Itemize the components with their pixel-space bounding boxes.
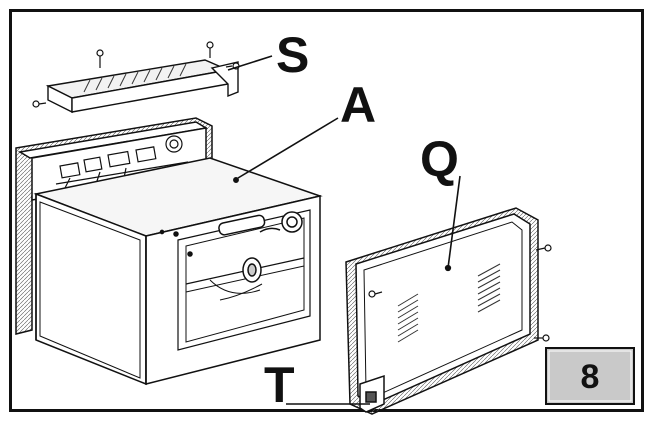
label-t: T [264,357,295,413]
appliance-body [15,117,323,386]
screw-icon [368,244,552,342]
leader-line-s [227,55,273,71]
top-cover-plate [45,59,239,114]
access-panel [345,207,539,415]
label-q: Q [420,131,459,187]
step-number: 8 [581,358,600,396]
label-a: A [340,77,376,133]
leader-line-q [447,175,461,269]
screw-icon [32,41,240,108]
label-s: S [276,27,309,83]
leader-line-a [237,117,339,179]
step-badge: 8 [545,347,635,405]
